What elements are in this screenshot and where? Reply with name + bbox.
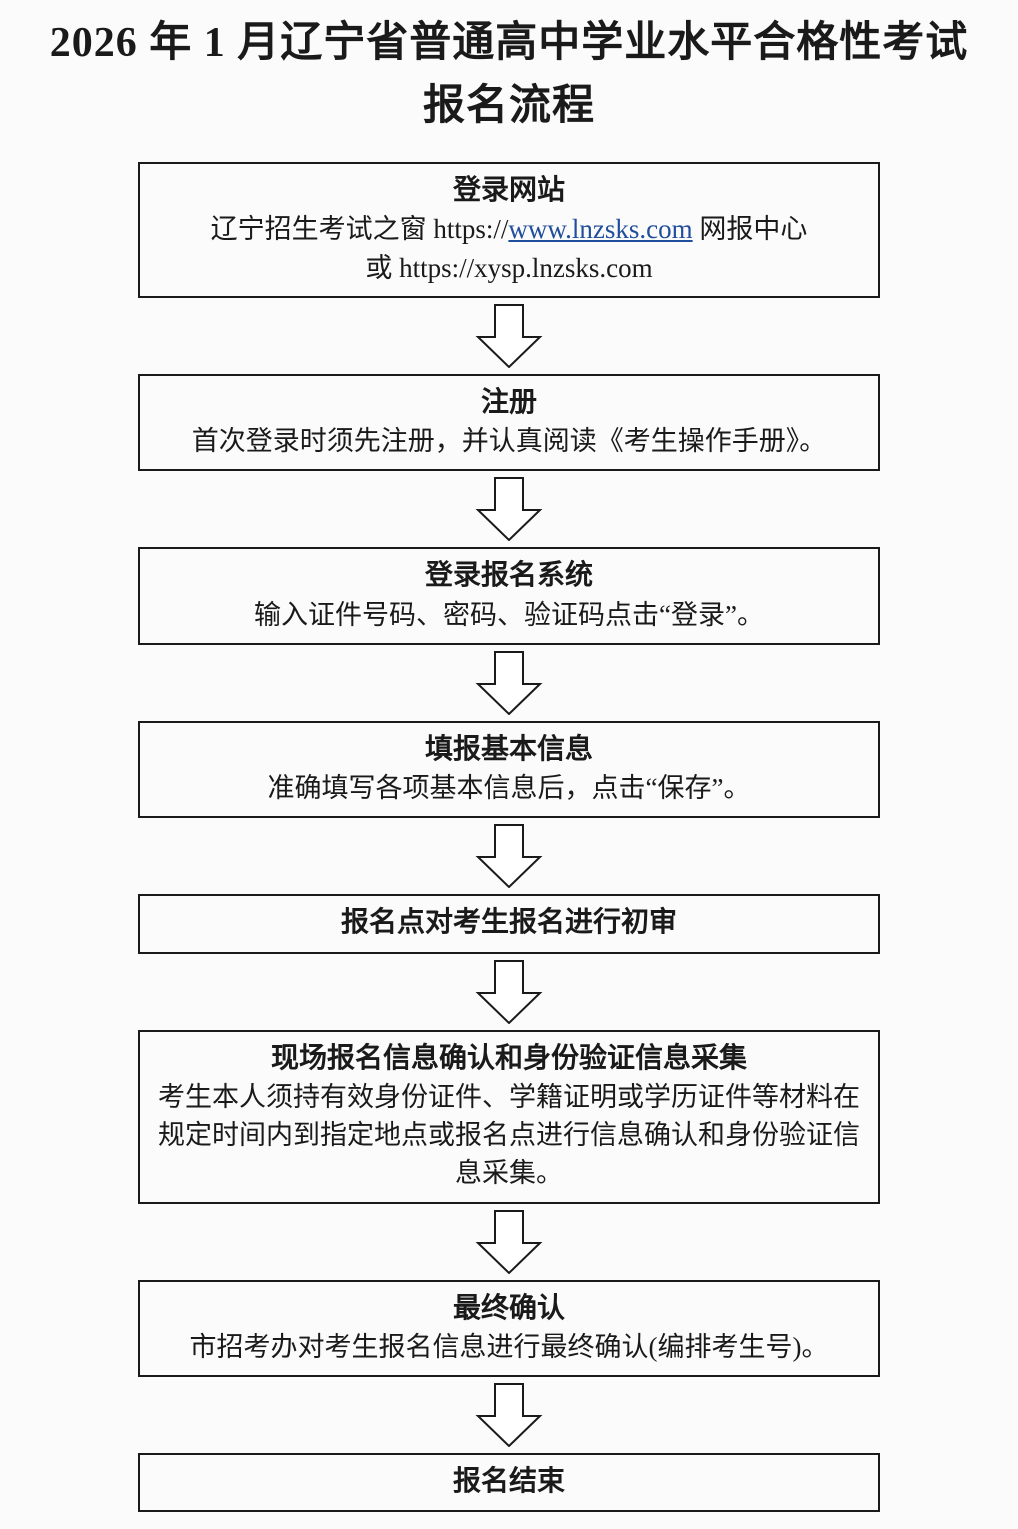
down-arrow-icon	[475, 1383, 543, 1448]
page-title: 2026 年 1 月辽宁省普通高中学业水平合格性考试 报名流程	[0, 12, 1018, 138]
step-heading: 登录网站	[452, 175, 565, 206]
step-body-line: 准确填写各项基本信息后，点击“保存”。	[267, 773, 751, 804]
step-box-final-confirmation: 最终确认 市招考办对考生报名信息进行最终确认(编排考生号)。	[138, 1279, 880, 1378]
step-box-login-system: 登录报名系统 输入证件号码、密码、验证码点击“登录”。	[138, 547, 880, 645]
step-box-register: 注册 首次登录时须先注册，并认真阅读《考生操作手册》。	[138, 373, 880, 472]
step-heading: 填报基本信息	[424, 733, 593, 765]
down-arrow-icon	[475, 959, 543, 1024]
step-box-fill-basic-info: 填报基本信息 准确填写各项基本信息后，点击“保存”。	[138, 720, 880, 819]
step-heading: 报名点对考生报名进行初审	[340, 907, 677, 939]
step-heading: 报名结束	[452, 1466, 565, 1498]
page-title-line-1: 2026 年 1 月辽宁省普通高中学业水平合格性考试	[49, 20, 969, 66]
down-arrow-icon	[475, 650, 543, 715]
down-arrow-icon	[475, 303, 543, 368]
step-box-preliminary-review: 报名点对考生报名进行初审	[138, 894, 880, 954]
flowchart: 登录网站 辽宁招生考试之窗 https://www.lnzsks.com 网报中…	[138, 162, 880, 1513]
step-text: 网报中心	[692, 214, 808, 245]
down-arrow-icon	[475, 477, 543, 542]
step-heading: 注册	[480, 386, 537, 418]
down-arrow-icon	[475, 1209, 543, 1274]
step-body-line: 或 https://xysp.lnzsks.com	[365, 252, 653, 283]
step-heading: 最终确认	[452, 1292, 565, 1324]
step-heading: 登录报名系统	[424, 560, 593, 592]
lnzsks-website-link[interactable]: www.lnzsks.com	[508, 214, 693, 245]
step-box-login-website: 登录网站 辽宁招生考试之窗 https://www.lnzsks.com 网报中…	[138, 162, 880, 298]
step-body-line: 辽宁招生考试之窗 https://www.lnzsks.com 网报中心	[150, 210, 868, 248]
step-body-line: 市招考办对考生报名信息进行最终确认(编排考生号)。	[189, 1331, 829, 1362]
step-text: 辽宁招生考试之窗 https://	[210, 214, 509, 245]
step-body-line: 输入证件号码、密码、验证码点击“登录”。	[254, 599, 764, 630]
down-arrow-icon	[475, 824, 543, 889]
page-title-line-2: 报名流程	[422, 83, 595, 129]
step-box-registration-end: 报名结束	[138, 1453, 880, 1513]
step-box-onsite-confirmation: 现场报名信息确认和身份验证信息采集 考生本人须持有效身份证件、学籍证明或学历证件…	[138, 1029, 880, 1204]
step-body-line: 考生本人须持有效身份证件、学籍证明或学历证件等材料在规定时间内到指定地点或报名点…	[158, 1081, 860, 1189]
step-heading: 现场报名信息确认和身份验证信息采集	[270, 1042, 747, 1074]
step-body-line: 首次登录时须先注册，并认真阅读《考生操作手册》。	[191, 426, 827, 457]
